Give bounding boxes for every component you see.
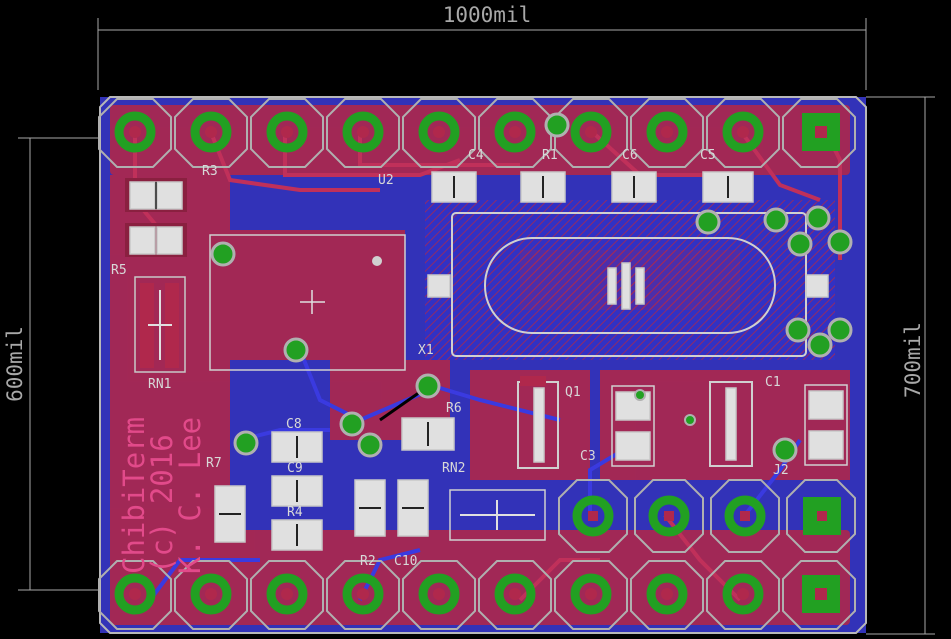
dimension-width: 1000mil — [97, 3, 867, 90]
label-C6: C6 — [622, 148, 638, 163]
silkscreen-credits: ChibiTerm (c) 2016 K. C. Lee — [117, 417, 207, 574]
pin-top-1 — [98, 98, 172, 168]
label-C8: C8 — [286, 417, 302, 432]
pin-top-9 — [706, 98, 780, 168]
pin-bottom-6 — [478, 560, 552, 630]
label-C9: C9 — [287, 461, 303, 476]
label-R4: R4 — [287, 505, 303, 520]
pin-top-6 — [478, 98, 552, 168]
capacitor-C6 — [611, 171, 657, 203]
capacitor-C5 — [702, 171, 754, 203]
dimension-right-height: 700mil — [866, 96, 935, 635]
header-top-row — [98, 98, 856, 168]
label-RN2: RN2 — [442, 461, 465, 476]
right-height-dimension-label: 700mil — [901, 322, 925, 398]
pin-top-3 — [250, 98, 324, 168]
capacitor-C9 — [271, 475, 323, 507]
capacitor-C4 — [431, 171, 477, 203]
label-Q1: Q1 — [565, 385, 581, 400]
pin-top-4 — [326, 98, 400, 168]
label-R2: R2 — [360, 554, 376, 569]
label-C10: C10 — [394, 554, 417, 569]
resistor-R2 — [354, 479, 386, 537]
dimension-left-height: 600mil — [3, 137, 98, 591]
pin-top-10-square — [782, 98, 856, 168]
resistor-R1 — [520, 171, 566, 203]
reference-designators: R3 U2 C4 R1 C6 C5 R5 X1 RN1 R6 Q1 C1 C8 … — [111, 148, 789, 569]
resistor-network-RN2 — [449, 489, 546, 541]
width-dimension-label: 1000mil — [443, 3, 532, 27]
pin-bottom-10-square — [782, 560, 856, 630]
pin-bottom-2 — [174, 560, 248, 630]
credit-line-2: (c) 2016 — [145, 434, 179, 574]
label-R5: R5 — [111, 263, 127, 278]
label-R7: R7 — [206, 456, 222, 471]
label-X1: X1 — [418, 343, 434, 358]
crystal-X1 — [427, 212, 829, 357]
capacitor-C8 — [271, 431, 323, 463]
capacitor-C10 — [397, 479, 429, 537]
regulator-U1 — [709, 381, 753, 467]
pin-bottom-8 — [630, 560, 704, 630]
label-C1: C1 — [765, 375, 781, 390]
pin-bottom-3 — [250, 560, 324, 630]
label-C3: C3 — [580, 449, 596, 464]
resistor-R6 — [401, 417, 455, 451]
resistor-R7 — [214, 485, 246, 543]
vias — [210, 112, 853, 463]
pin-bottom-5 — [402, 560, 476, 630]
resistor-R3 — [125, 178, 187, 212]
label-C4: C4 — [468, 148, 484, 163]
resistor-R5-upper — [125, 223, 187, 257]
board-outline — [99, 96, 867, 634]
label-RN1: RN1 — [148, 377, 171, 392]
pin-top-8 — [630, 98, 704, 168]
label-U2: U2 — [378, 173, 394, 188]
label-C5: C5 — [700, 148, 716, 163]
pin-bottom-1 — [98, 560, 172, 630]
capacitor-C1 — [611, 385, 655, 467]
pin-bottom-4 — [326, 560, 400, 630]
chip-U2 — [209, 234, 406, 371]
pin-top-2 — [174, 98, 248, 168]
label-R6: R6 — [446, 401, 462, 416]
connector-J2 — [558, 479, 856, 553]
pin-bottom-7 — [554, 560, 628, 630]
capacitor-C2 — [804, 384, 848, 466]
resistor-R4 — [271, 519, 323, 551]
header-bottom-row — [98, 560, 856, 630]
smd-components — [125, 171, 848, 551]
label-R3: R3 — [202, 164, 218, 179]
transistor-Q1 — [517, 376, 559, 469]
pin-bottom-9 — [706, 560, 780, 630]
credit-line-3: K. C. Lee — [173, 417, 207, 574]
credit-line-1: ChibiTerm — [117, 417, 151, 574]
label-J2: J2 — [773, 463, 789, 478]
left-height-dimension-label: 600mil — [3, 326, 27, 402]
resistor-network-RN1 — [134, 276, 186, 373]
label-R1: R1 — [542, 148, 558, 163]
pin-top-5 — [402, 98, 476, 168]
